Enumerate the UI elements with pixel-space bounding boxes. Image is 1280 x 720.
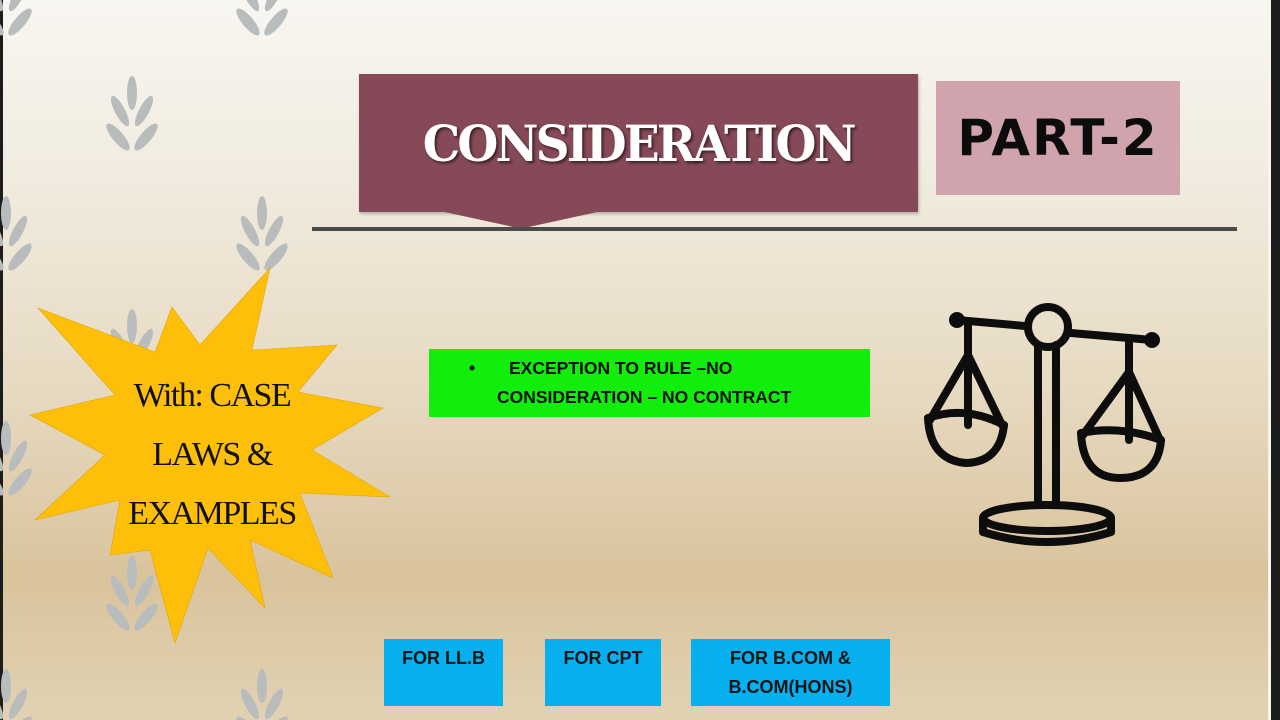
- leaf-sprig-icon: [0, 669, 34, 720]
- bullet-text-line-2: CONSIDERATION – NO CONTRACT: [497, 387, 792, 407]
- tag-label-line-1: FOR B.COM &: [730, 648, 851, 668]
- right-frame-highlight: [1268, 0, 1271, 720]
- bullet-box: • EXCEPTION TO RULE –NO CONSIDERATION – …: [429, 349, 870, 417]
- starburst-line-3: EXAMPLES: [128, 495, 297, 532]
- starburst-line-2: LAWS &: [152, 436, 273, 473]
- leaf-sprig-icon: [234, 669, 290, 720]
- tag-for-llb: FOR LL.B: [384, 639, 503, 706]
- bullet-line-1: • EXCEPTION TO RULE –NO: [469, 354, 733, 383]
- tag-for-cpt: FOR CPT: [545, 639, 661, 706]
- bullet-marker: •: [469, 358, 476, 378]
- tag-for-bcom: FOR B.COM & B.COM(HONS): [691, 639, 890, 706]
- title-divider-line: [312, 227, 1237, 231]
- starburst-shape: [29, 266, 391, 645]
- tag-label-line-2: B.COM(HONS): [728, 677, 853, 697]
- leaf-sprig-icon: [104, 76, 160, 154]
- slide-title: CONSIDERATION: [423, 113, 857, 173]
- leaf-sprig-icon: [0, 0, 34, 39]
- leaf-sprig-icon: [234, 0, 290, 39]
- title-banner: CONSIDERATION: [359, 74, 918, 212]
- bullet-text-line-1: EXCEPTION TO RULE –NO: [509, 358, 733, 378]
- tag-label: FOR CPT: [563, 648, 643, 668]
- part-label: PART-2: [957, 109, 1159, 167]
- left-frame-edge: [0, 0, 3, 720]
- tag-label: FOR LL.B: [402, 648, 485, 668]
- part-label-box: PART-2: [936, 81, 1180, 195]
- right-frame-edge: [1271, 0, 1280, 720]
- starburst-text: With: CASE LAWS & EXAMPLES: [102, 366, 322, 543]
- balance-scale-icon: [924, 303, 1165, 546]
- banner-pointer: [440, 211, 602, 228]
- starburst-line-1: With: CASE: [133, 377, 292, 414]
